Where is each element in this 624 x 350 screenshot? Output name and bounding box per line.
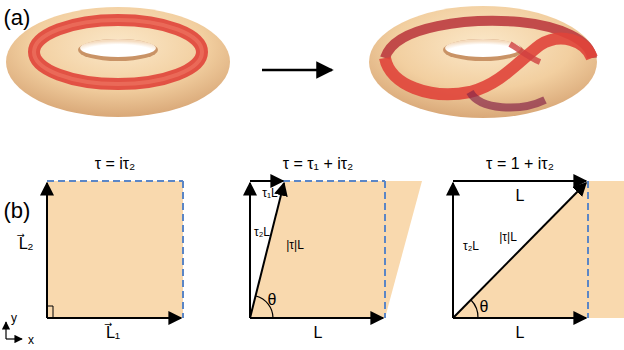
torus-twisted-band <box>369 6 597 118</box>
transform-arrow <box>262 69 332 72</box>
axis-label: x <box>28 334 34 346</box>
length-label: τ₂L <box>463 240 479 252</box>
length-label: L <box>314 325 323 341</box>
length-label: |τ|L <box>499 231 517 243</box>
length-label: L <box>516 325 525 341</box>
torus-plain-band <box>6 7 230 117</box>
tau-value: τ = τ₁ + iτ₂ <box>283 156 354 172</box>
twisted-cell <box>453 181 624 318</box>
length-label: |τ|L <box>286 239 304 251</box>
square-cell <box>6 181 183 339</box>
angle-label: θ <box>480 299 489 315</box>
vector-label: L⃗₂ <box>18 236 33 252</box>
length-label: τ₁L <box>262 187 277 199</box>
panel-letter: (a) <box>4 7 31 29</box>
sheared-cell <box>250 181 422 318</box>
length-label: τ₂L <box>254 226 270 238</box>
tau-value: τ = 1 + iτ₂ <box>486 156 554 172</box>
tau-value: τ = iτ₂ <box>95 156 136 172</box>
angle-label: θ <box>268 292 277 308</box>
panel-letter: (b) <box>4 200 31 222</box>
axis-label: y <box>11 312 17 324</box>
length-label: L <box>516 188 525 204</box>
vector-label: L⃗₁ <box>106 325 120 341</box>
